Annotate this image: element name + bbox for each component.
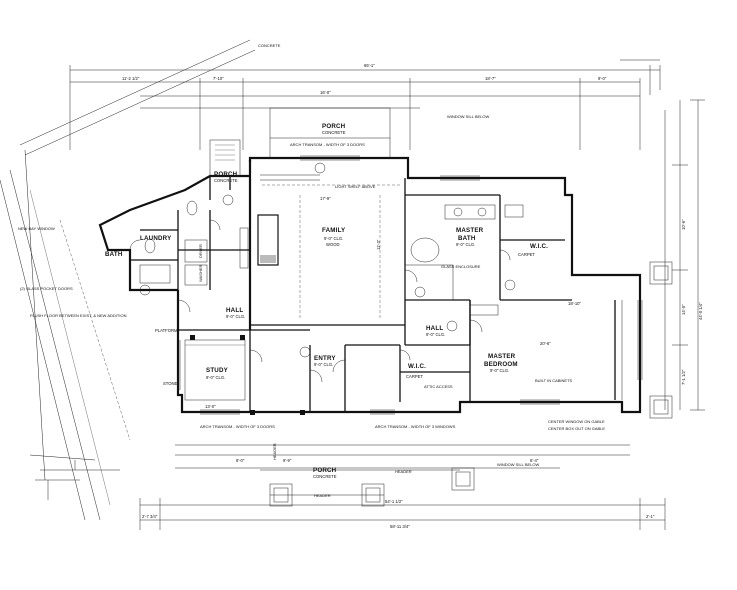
label-wic-right: W.I.C. <box>530 243 548 250</box>
note-header-1: HEADER <box>314 493 331 498</box>
label-study-sub: 9'-0" CLG. <box>206 375 225 380</box>
note-center-box-out: CENTER BOX OUT ON GABLE <box>548 426 605 431</box>
label-porch-bottom: PORCH <box>313 467 337 474</box>
label-wic-mid: W.I.C. <box>408 363 426 370</box>
label-porch-top: PORCH <box>322 123 346 130</box>
note-center-window: CENTER WINDOW ON GABLE <box>548 419 605 424</box>
label-porch-left: PORCH <box>214 171 238 178</box>
label-pocket-doors: (2) GLASS POCKET DOORS <box>20 286 73 291</box>
dim-overall-top: 65'-1" <box>364 63 375 68</box>
label-platform: PLATFORM <box>155 328 178 333</box>
dim-bottom-c: 2'-1" <box>646 514 655 519</box>
dimension-text: 65'-1" 11'-2 1/2" 7'-10" 16'-0" 18'-7" 9… <box>122 63 703 529</box>
label-hall-left-sub: 9'-0" CLG. <box>226 314 245 319</box>
label-master-bedroom: MASTER <box>488 353 516 360</box>
label-family-sub2: WOOD <box>326 242 340 247</box>
dim-family-h: 11'-3" <box>376 239 381 250</box>
label-concrete-top: CONCRETE <box>258 43 281 48</box>
label-new-bay-window: NEW BAY WINDOW <box>18 226 55 231</box>
label-family-sub1: 9'-0" CLG. <box>324 236 343 241</box>
fixtures <box>139 200 524 316</box>
room-labels: PORCH CONCRETE PORCH CONCRETE FAMILY 9'-… <box>105 123 548 479</box>
label-porch-bottom-sub: CONCRETE <box>313 474 337 479</box>
section-tags <box>139 162 516 358</box>
note-header-2: HEADER <box>395 469 412 474</box>
dim-family-w: 17'-9" <box>320 196 331 201</box>
dim-study-w: 13'-0" <box>205 404 216 409</box>
note-light-shelf: LIGHT SHELF ABOVE <box>335 184 376 189</box>
note-arch-transom-bottom-2: ARCH TRANSOM - WIDTH OF 3 WINDOWS <box>375 424 456 429</box>
note-arch-transom-bottom: ARCH TRANSOM - WIDTH OF 3 DOORS <box>200 424 275 429</box>
note-glass-enclosure: GLASS ENCLOSURE <box>441 264 481 269</box>
dim-8-0: 8'-0" <box>236 458 245 463</box>
label-laundry: LAUNDRY <box>140 235 172 242</box>
plan-notes: HEADER HEADER HEADER ATTIC ACCESS LIGHT … <box>198 114 605 498</box>
label-porch-top-sub: CONCRETE <box>322 130 346 135</box>
label-master-bath: MASTER <box>456 227 484 234</box>
dim-top-e: 9'-0" <box>598 76 607 81</box>
dim-6-4: 6'-4" <box>530 458 539 463</box>
label-hall-sub: 9'-0" CLG. <box>426 332 445 337</box>
note-attic-access: ATTIC ACCESS <box>424 384 453 389</box>
dim-right-b: 14'-5" <box>681 304 686 315</box>
dim-top-c: 16'-0" <box>320 90 331 95</box>
existing-house-outline: NEW BAY WINDOW (2) GLASS POCKET DOORS FL… <box>0 39 281 521</box>
dim-bed-w: 20'-6" <box>540 341 551 346</box>
note-dryer: DRYER <box>198 244 203 258</box>
label-entry-sub: 9'-0" CLG. <box>314 362 333 367</box>
label-wic-mid-sub: CARPET <box>406 374 423 379</box>
label-master-bedroom-sub: 9'-0" CLG. <box>490 368 509 373</box>
label-master-bath2: BATH <box>458 235 476 242</box>
porch-columns <box>209 107 673 507</box>
label-flush-floor: FLUSH FLOOR BETWEEN EXIST. & NEW ADDITIO… <box>30 313 127 318</box>
dim-9-9: 9'-9" <box>283 458 292 463</box>
dimension-lines <box>69 59 705 530</box>
label-stone: STONE <box>163 381 178 386</box>
dim-bottom-b: 54'-1 1/2" <box>385 499 403 504</box>
window-marks <box>179 155 643 415</box>
note-washer: WASHER <box>198 264 203 282</box>
label-bath-left: BATH <box>105 251 123 258</box>
note-window-sill-below-2: WINDOW SILL BELOW <box>497 462 540 467</box>
dim-top-b: 7'-10" <box>213 76 224 81</box>
label-study: STUDY <box>206 367 229 374</box>
dim-right-a: 10'-6" <box>681 219 686 230</box>
label-wic-right-sub: CARPET <box>518 252 535 257</box>
label-master-bath-sub: 9'-0" CLG. <box>456 242 475 247</box>
dim-top-d: 18'-7" <box>485 76 496 81</box>
dim-overall-bottom: 58'-11 3/4" <box>390 524 410 529</box>
dim-bottom-a: 2'-7 3/4" <box>142 514 158 519</box>
note-window-sill-below: WINDOW SILL BELOW <box>447 114 490 119</box>
label-hall: HALL <box>426 325 443 332</box>
note-built-in-cabinets: BUILT IN CABINETS <box>535 378 573 383</box>
dim-bed-w2: 18'-10" <box>568 301 582 306</box>
label-hall-left: HALL <box>226 307 243 314</box>
label-family: FAMILY <box>322 227 346 234</box>
interior-walls <box>130 174 623 415</box>
dim-top-a: 11'-2 1/2" <box>122 76 140 81</box>
dim-right-total: 44'-0 1/4" <box>698 302 703 320</box>
label-master-bedroom2: BEDROOM <box>484 361 518 368</box>
label-entry: ENTRY <box>314 355 336 362</box>
note-arch-transom-top: ARCH TRANSOM - WIDTH OF 3 DOORS <box>290 142 365 147</box>
dim-right-c: 7'-1 1/2" <box>681 369 686 385</box>
doors <box>129 219 511 383</box>
note-header-3: HEADER <box>272 443 277 460</box>
label-porch-left-sub: CONCRETE <box>214 178 238 183</box>
outer-walls <box>98 156 642 414</box>
